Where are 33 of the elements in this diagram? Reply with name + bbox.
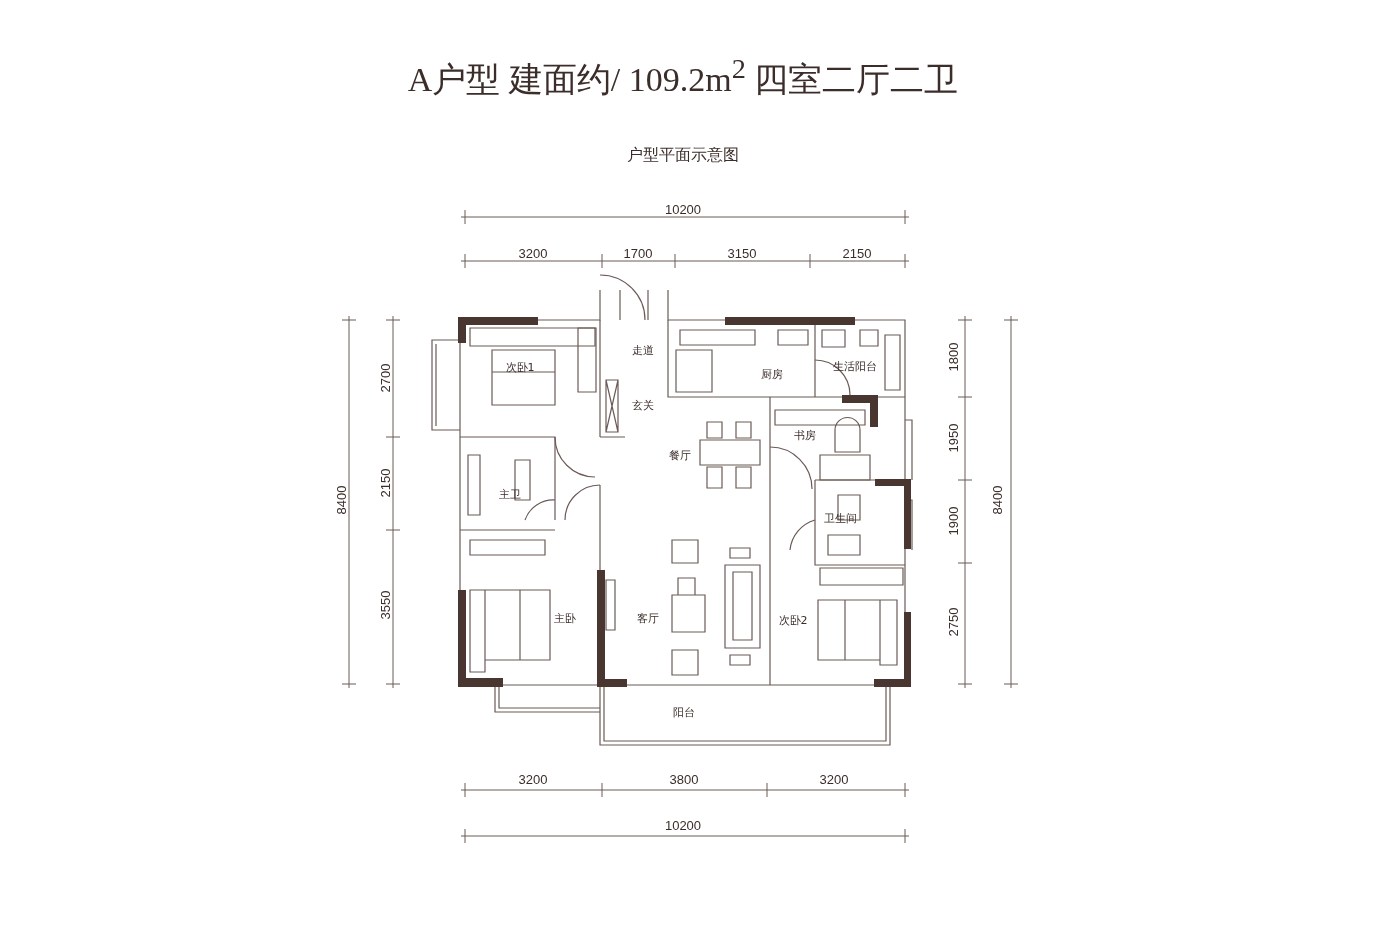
dimension-label: 8400 <box>334 485 348 515</box>
dimension-label: 10200 <box>664 818 702 832</box>
room-label: 走道 <box>632 344 654 356</box>
room-label: 书房 <box>794 429 816 441</box>
dimension-label: 2750 <box>946 607 960 637</box>
room-label: 次卧2 <box>778 614 808 626</box>
dimension-label: 1800 <box>946 342 960 372</box>
dimension-label: 3200 <box>518 246 548 260</box>
room-label: 主卫 <box>499 488 521 500</box>
dimension-label: 3150 <box>727 246 757 260</box>
dimension-label: 3800 <box>669 772 699 786</box>
dimension-label: 2700 <box>378 363 392 393</box>
dimension-label: 1900 <box>946 506 960 536</box>
dimension-label: 1950 <box>946 423 960 453</box>
dimension-label: 3200 <box>518 772 548 786</box>
plan-subtitle: 户型平面示意图 <box>627 147 739 163</box>
room-label: 阳台 <box>673 706 695 718</box>
dimension-label: 3550 <box>378 590 392 620</box>
dimension-label: 2150 <box>378 468 392 498</box>
dimension-label: 10200 <box>664 202 702 216</box>
room-label: 玄关 <box>632 399 654 411</box>
dimension-label: 8400 <box>990 485 1004 515</box>
room-label: 次卧1 <box>505 361 535 373</box>
dimension-label: 3200 <box>819 772 849 786</box>
room-label: 厨房 <box>761 368 783 380</box>
plan-title: A户型 建面约/ 109.2m$^{2}$ 四室二厅二卫 <box>407 55 959 97</box>
room-label: 餐厅 <box>669 449 691 461</box>
room-label: 主卧 <box>554 612 576 624</box>
dimension-label: 1700 <box>623 246 653 260</box>
room-label: 客厅 <box>637 612 659 624</box>
room-label: 卫生间 <box>823 512 857 524</box>
dimension-label: 2150 <box>842 246 872 260</box>
room-label: 生活阳台 <box>833 360 877 372</box>
